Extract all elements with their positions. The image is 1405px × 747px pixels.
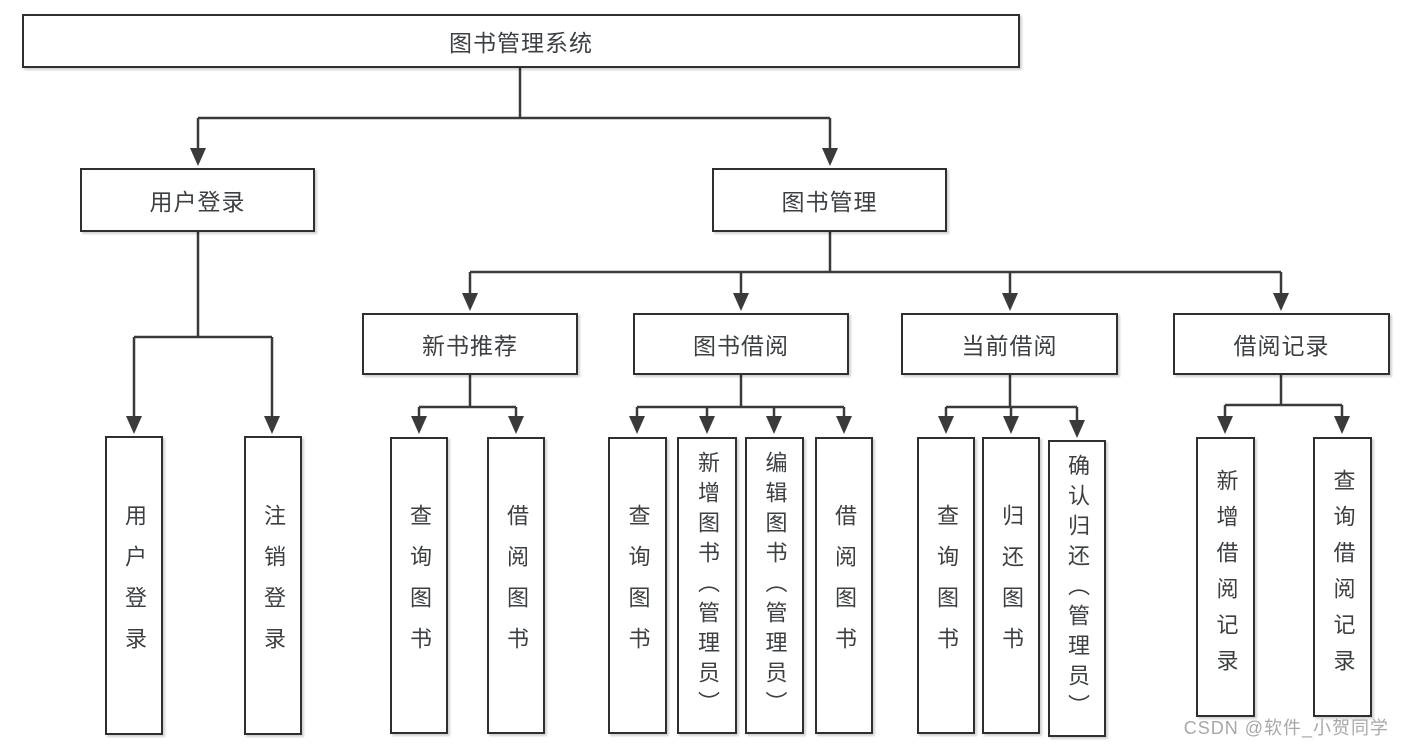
leaf-borrow-book-2: 借阅图书 [815, 437, 873, 734]
leaf-query-book-1: 查询图书 [390, 437, 448, 734]
leaf-user-login-label: 用户登录 [122, 503, 147, 668]
leaf-borrow-book-1-label: 借阅图书 [504, 503, 529, 668]
node-new-book-recommend-label: 新书推荐 [422, 333, 518, 359]
leaf-edit-book-admin: 编辑图书（管理员） [745, 437, 804, 734]
leaf-return-book-label: 归还图书 [999, 503, 1024, 668]
leaf-query-book-2: 查询图书 [608, 437, 667, 734]
arrowheads [126, 148, 1350, 438]
node-current-borrow-label: 当前借阅 [961, 333, 1058, 359]
node-book-borrow: 图书借阅 [633, 313, 849, 375]
node-book-borrow-label: 图书借阅 [693, 333, 789, 359]
tree-edges [132, 68, 1344, 423]
node-book-management-branch-label: 图书管理 [781, 189, 878, 215]
leaf-logout-label: 注销登录 [261, 503, 286, 668]
leaf-borrow-book-1: 借阅图书 [487, 437, 545, 734]
node-current-borrow: 当前借阅 [901, 313, 1118, 375]
leaf-confirm-return-admin: 确认归还（管理员） [1048, 440, 1106, 737]
leaf-user-login: 用户登录 [105, 436, 163, 735]
leaf-add-book-admin-label: 新增图书（管理员） [695, 450, 720, 721]
node-root: 图书管理系统 [22, 14, 1020, 68]
node-user-login-branch-label: 用户登录 [149, 189, 246, 215]
leaf-edit-book-admin-label: 编辑图书（管理员） [762, 450, 788, 721]
leaf-query-borrow-record: 查询借阅记录 [1313, 437, 1372, 717]
leaf-confirm-return-admin-label: 确认归还（管理员） [1065, 453, 1090, 724]
node-user-login-branch: 用户登录 [80, 168, 315, 232]
leaf-query-book-3-label: 查询图书 [934, 503, 959, 668]
leaf-add-book-admin: 新增图书（管理员） [677, 437, 737, 734]
node-book-management-branch: 图书管理 [712, 168, 947, 232]
leaf-query-book-2-label: 查询图书 [625, 503, 651, 668]
csdn-watermark: CSDN @软件_小贺同学 [1183, 718, 1389, 738]
leaf-add-borrow-record-label: 新增借阅记录 [1213, 469, 1239, 685]
leaf-return-book: 归还图书 [982, 437, 1040, 734]
leaf-borrow-book-2-label: 借阅图书 [832, 503, 857, 668]
leaf-add-borrow-record: 新增借阅记录 [1196, 437, 1255, 717]
leaf-query-book-3: 查询图书 [917, 437, 975, 734]
leaf-query-book-1-label: 查询图书 [407, 503, 432, 668]
node-borrow-record-label: 借阅记录 [1233, 333, 1330, 359]
leaf-query-borrow-record-label: 查询借阅记录 [1330, 469, 1356, 685]
node-root-label: 图书管理系统 [449, 30, 593, 56]
node-new-book-recommend: 新书推荐 [362, 313, 578, 375]
leaf-logout: 注销登录 [244, 436, 302, 735]
node-borrow-record: 借阅记录 [1173, 313, 1390, 375]
